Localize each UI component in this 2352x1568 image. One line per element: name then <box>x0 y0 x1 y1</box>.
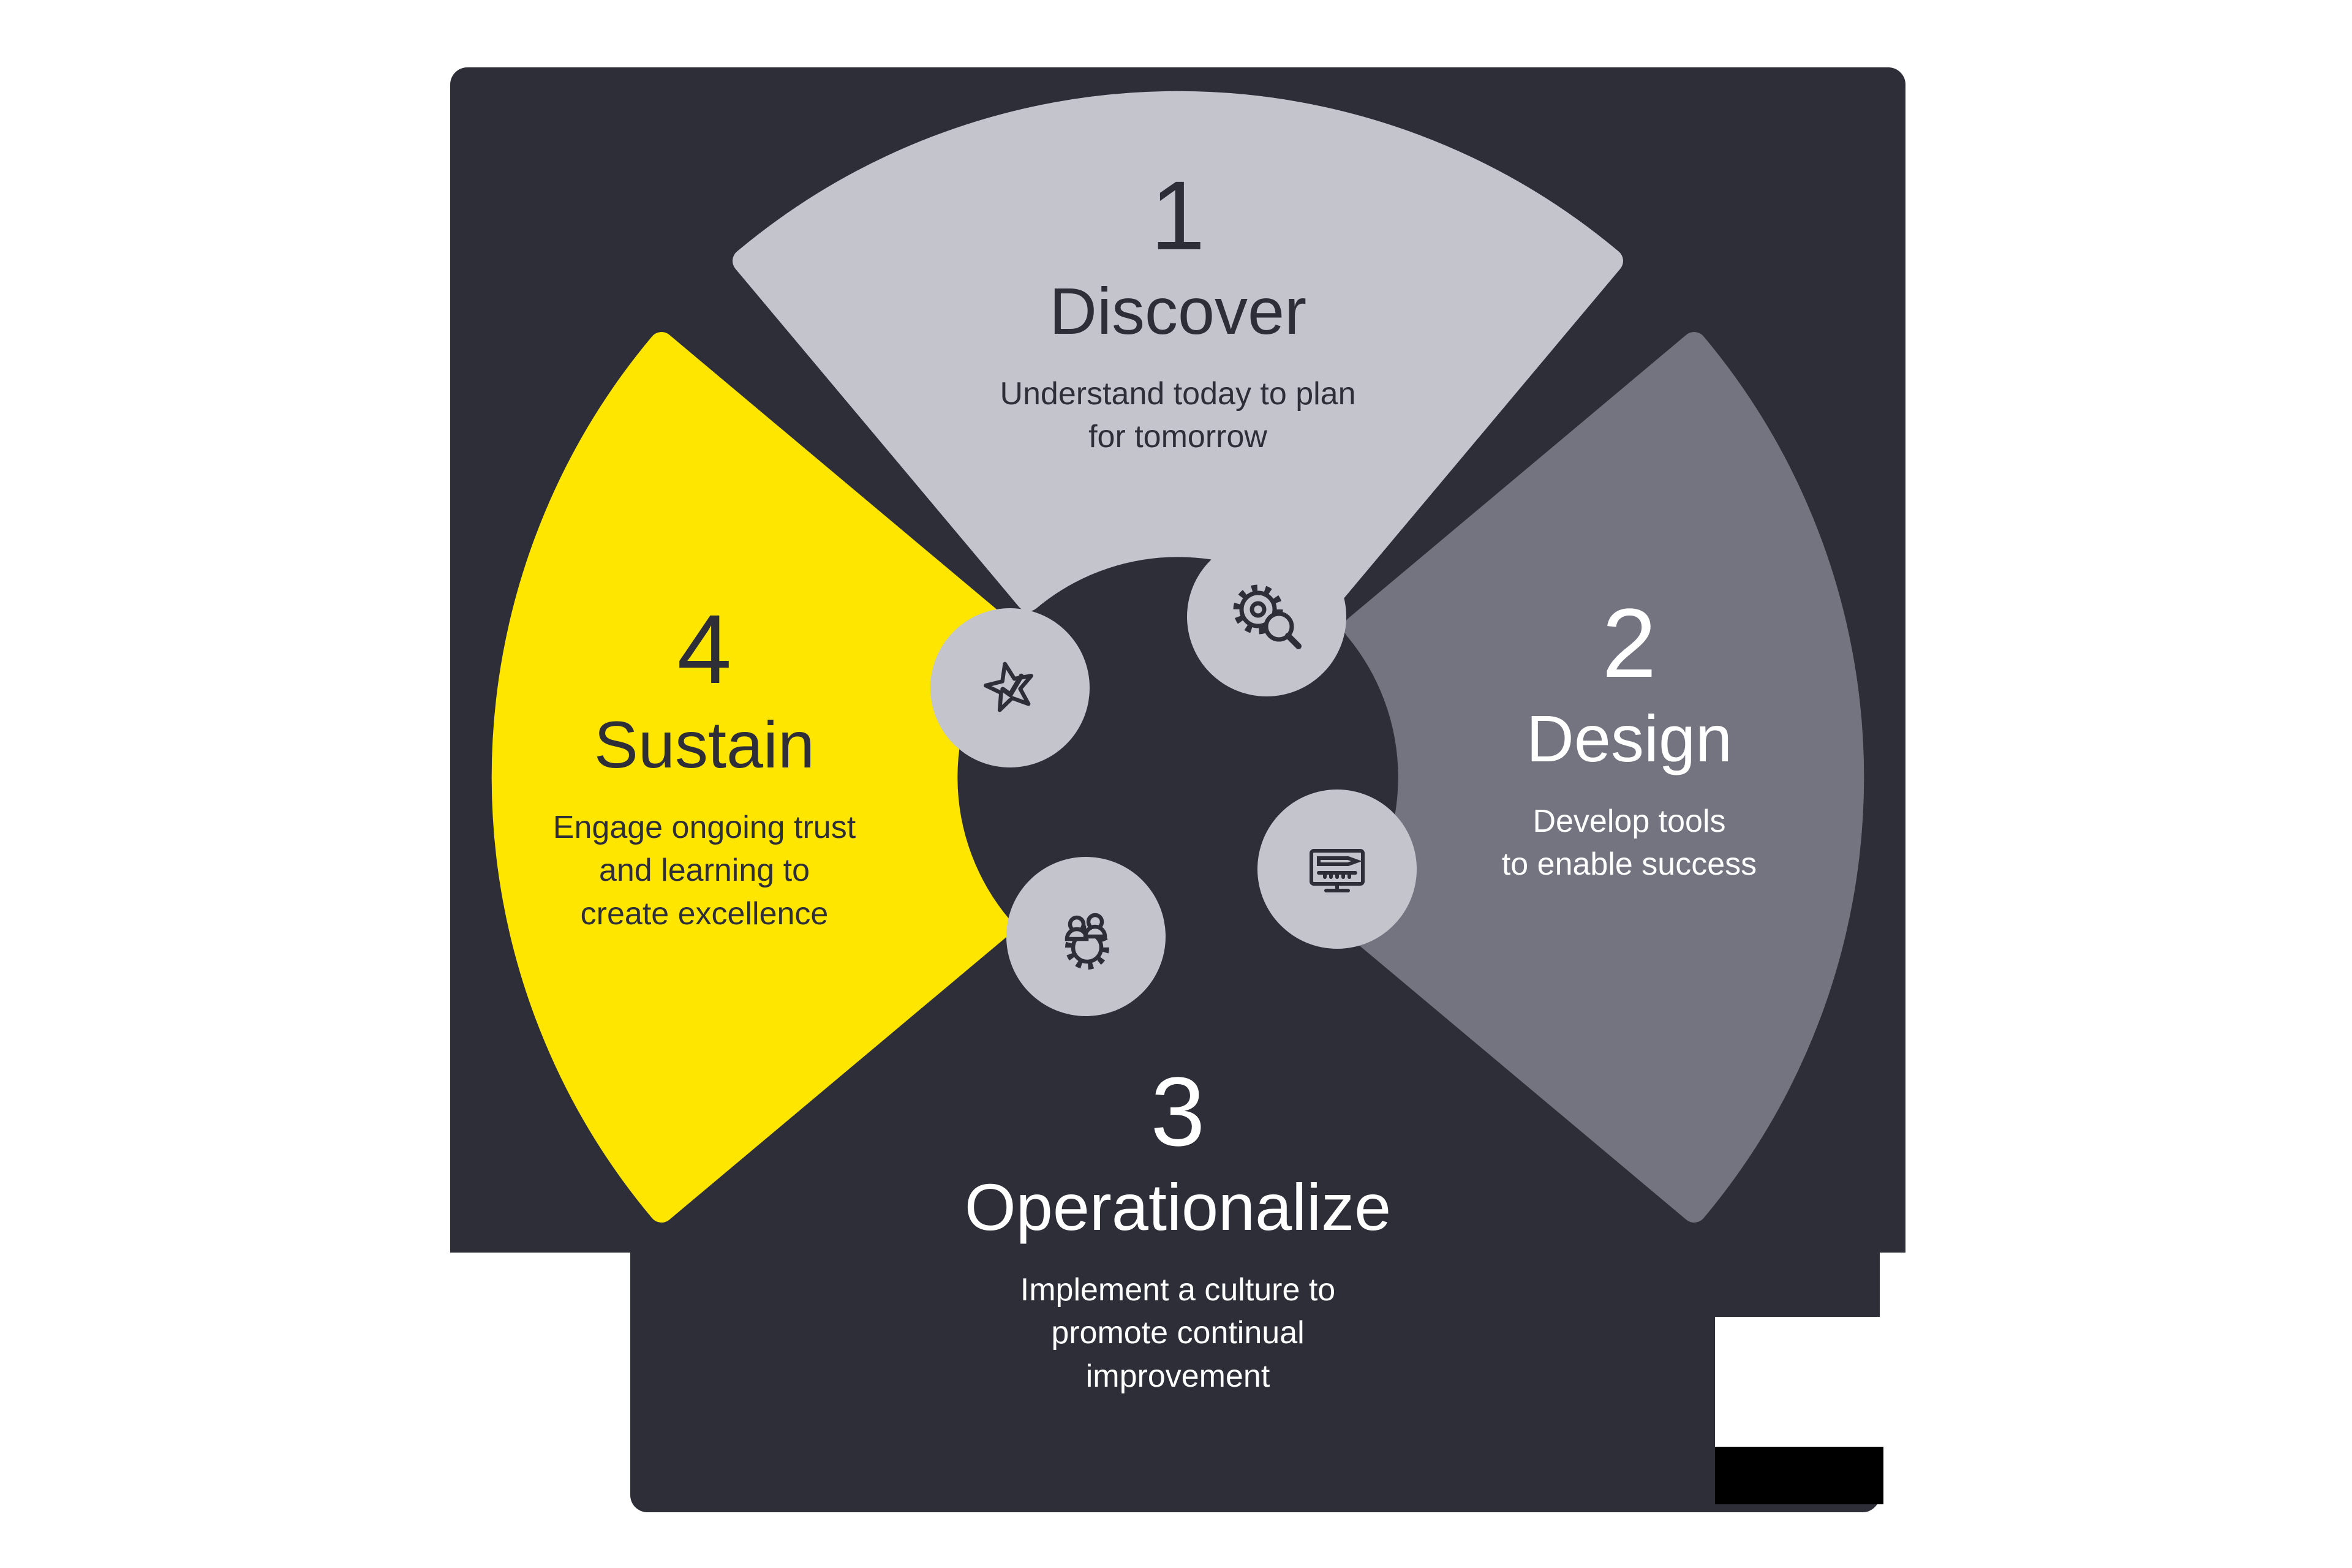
petal-discover <box>733 91 1623 611</box>
gear-magnifier-icon <box>1233 584 1302 649</box>
process-cycle-diagram <box>491 91 1864 1464</box>
monitor-pencil-icon <box>1310 849 1365 892</box>
footer-black-bar <box>1715 1447 1883 1504</box>
icon-bubble-design <box>1257 790 1417 949</box>
petal-design <box>1344 332 1864 1223</box>
star-check-icon <box>984 662 1033 712</box>
petal-sustain <box>491 332 1012 1223</box>
people-gear-icon <box>1065 913 1109 970</box>
white-notch <box>1715 1317 1887 1448</box>
icon-bubble-discover <box>1187 537 1346 696</box>
petal-operationalize <box>733 943 1623 1464</box>
icon-bubble-sustain <box>930 608 1090 767</box>
